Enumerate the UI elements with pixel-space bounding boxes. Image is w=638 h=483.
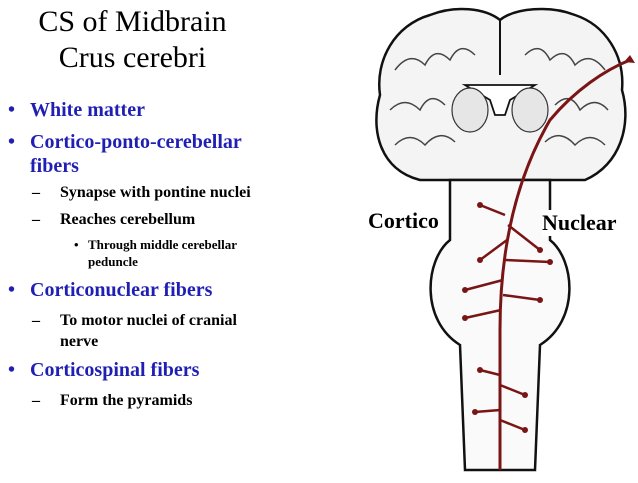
brainstem-diagram: Cortico Nuclear	[350, 0, 638, 478]
sub-bullet-line1: To motor nuclei of cranial	[60, 312, 237, 329]
brainstem-svg	[375, 7, 635, 472]
gyri-right	[524, 47, 609, 147]
fiber-arrowhead	[624, 55, 635, 63]
sub-sub-bullet-peduncle: Through middle cerebellar peduncle	[8, 236, 308, 270]
slide-title: CS of Midbrain Crus cerebri	[0, 4, 265, 76]
basal-nuclei-right	[511, 87, 549, 133]
sub-bullet-pyramids: Form the pyramids	[8, 390, 308, 411]
sub-bullet-line2: nerve	[60, 333, 99, 350]
title-line-1: CS of Midbrain	[38, 5, 227, 38]
gyri-left	[389, 47, 476, 147]
label-cortico: Cortico	[368, 208, 439, 234]
bullet-text-line1: Cortico-ponto-cerebellar	[30, 131, 242, 153]
fiber-branches	[464, 203, 551, 432]
sub-bullet-synapse: Synapse with pontine nuclei	[8, 182, 308, 203]
bullet-list: White matter Cortico-ponto-cerebellar fi…	[8, 98, 308, 417]
bullet-corticospinal: Corticospinal fibers	[8, 358, 308, 382]
lateral-ventricles	[461, 84, 539, 116]
sub-bullet-reaches-cerebellum: Reaches cerebellum	[8, 209, 308, 230]
sub-bullet-motor-nuclei: To motor nuclei of cranial nerve	[8, 310, 308, 352]
basal-nuclei-left	[451, 87, 489, 133]
bullet-cortico-ponto-cerebellar: Cortico-ponto-cerebellar fibers	[8, 130, 308, 178]
sub-sub-bullet-line1: Through middle cerebellar	[88, 237, 238, 252]
bullet-white-matter: White matter	[8, 98, 308, 122]
fiber-terminals	[462, 202, 553, 433]
label-nuclear: Nuclear	[542, 210, 617, 236]
sub-sub-bullet-line2: peduncle	[88, 254, 138, 269]
bullet-text-line2: fibers	[30, 155, 79, 177]
bullet-corticonuclear: Corticonuclear fibers	[8, 278, 308, 302]
title-line-2: Crus cerebri	[58, 41, 207, 74]
